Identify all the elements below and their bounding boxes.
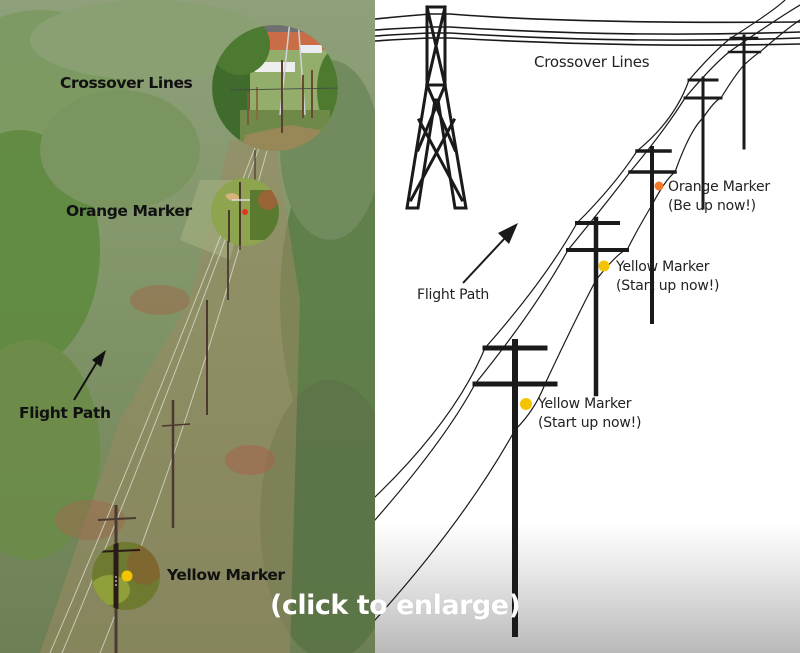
diagram-label-yellow-marker-1: Yellow Marker (Start up now!) — [616, 258, 719, 296]
photo-label-orange-marker: Orange Marker — [66, 202, 192, 220]
diagram-flight-path-arrow — [462, 223, 518, 284]
lattice-tower-icon — [405, 5, 468, 210]
forest-left — [0, 0, 270, 560]
yellow-marker-1-note: (Start up now!) — [616, 278, 720, 294]
orange-marker-title: Orange Marker — [668, 179, 770, 195]
diagram-panel: Crossover Lines Flight Path Orange Marke… — [375, 0, 800, 653]
photo-label-yellow-marker: Yellow Marker — [167, 566, 285, 584]
yellow-marker-2-note: (Start up now!) — [538, 415, 642, 431]
diagram-label-crossover-lines: Crossover Lines — [534, 53, 650, 71]
utility-poles — [472, 34, 762, 637]
yellow-marker-2-title: Yellow Marker — [538, 396, 632, 412]
photo-label-flight-path: Flight Path — [19, 404, 111, 422]
diagram-drawing — [375, 0, 800, 637]
diagram-label-flight-path: Flight Path — [417, 287, 490, 303]
orange-marker-dot — [654, 181, 664, 191]
diagram-label-orange-marker: Orange Marker (Be up now!) — [668, 178, 770, 216]
photo-scene — [0, 0, 375, 653]
yellow-marker-1-title: Yellow Marker — [616, 259, 710, 275]
orange-magnifier — [211, 178, 279, 246]
crossover-wires — [375, 13, 800, 46]
click-to-enlarge-label[interactable]: (click to enlarge) — [270, 590, 521, 621]
diagram-label-yellow-marker-2: Yellow Marker (Start up now!) — [538, 395, 641, 433]
yellow-marker-dot-1 — [598, 260, 610, 272]
reddish-brush — [55, 285, 275, 540]
yellow-marker-dot-2 — [520, 398, 532, 410]
photo-label-crossover-lines: Crossover Lines — [60, 74, 193, 92]
crossover-magnifier-rim — [211, 24, 339, 152]
yellow-magnifier — [92, 542, 160, 610]
orange-marker-note: (Be up now!) — [668, 198, 756, 214]
aerial-photo: Crossover Lines Orange Marker Flight Pat… — [0, 0, 375, 653]
photo-flight-path-arrow — [73, 350, 106, 401]
crossover-magnifier — [212, 25, 338, 151]
pole-wires — [375, 0, 800, 621]
